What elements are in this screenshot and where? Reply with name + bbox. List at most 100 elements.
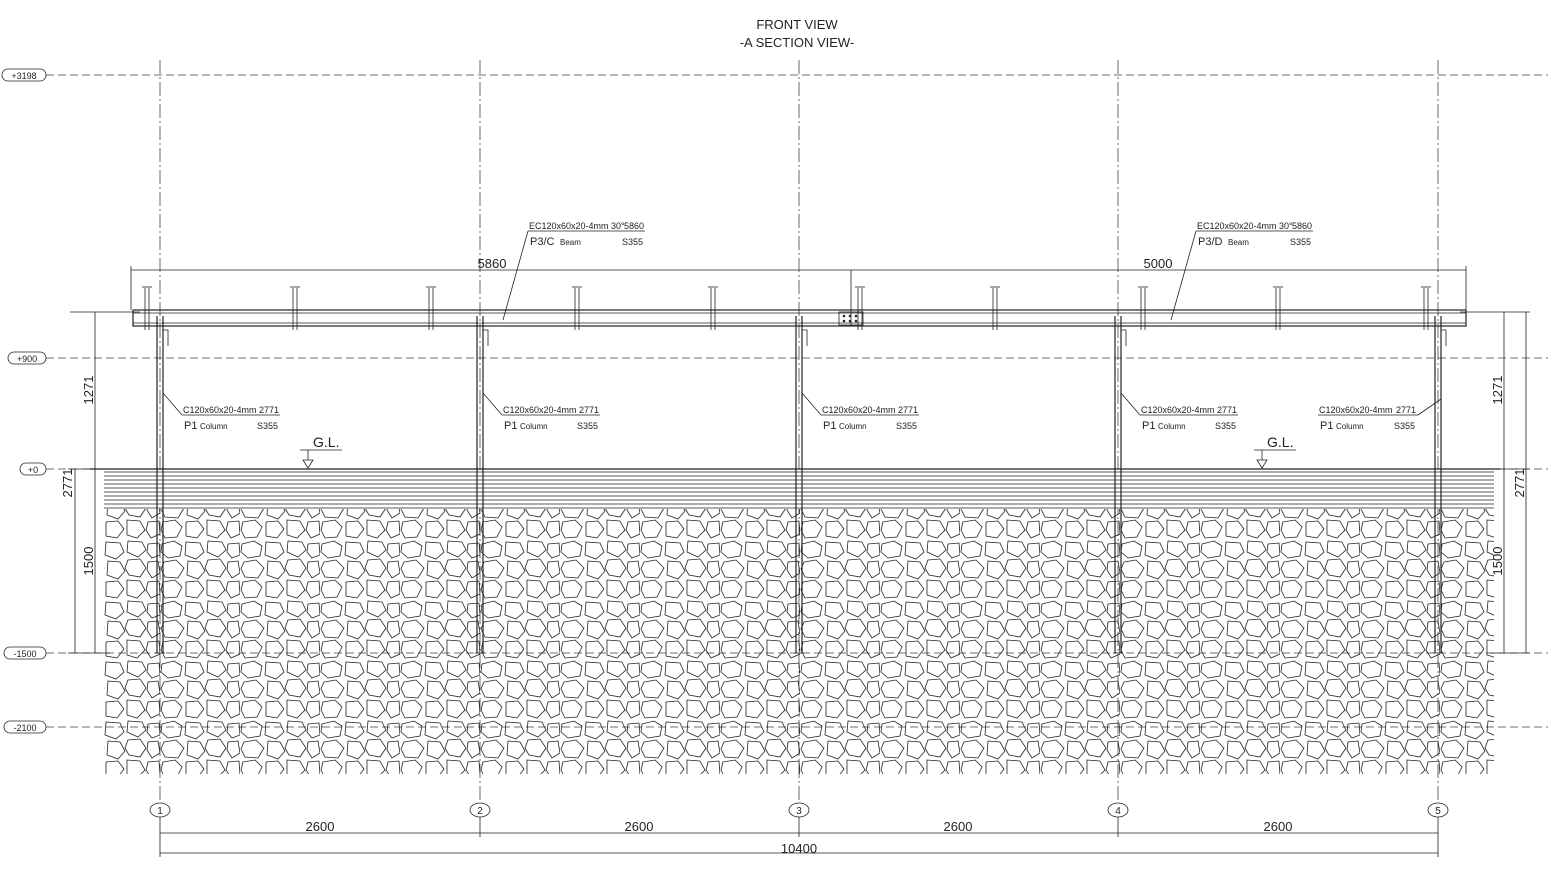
column-label-3: C120x60x20-4mm 2771 P1 Column S355	[801, 392, 919, 432]
bay-dim-1: 2600	[306, 819, 335, 834]
column-length: 2771	[898, 405, 918, 415]
column-type: Column	[1158, 422, 1186, 431]
bottom-dimensions	[159, 817, 1439, 857]
grid-bubble-3: 3	[796, 806, 802, 817]
bay-dim-4: 2600	[1264, 819, 1293, 834]
beam-type: Beam	[1228, 238, 1249, 247]
column-grade: S355	[896, 421, 917, 431]
column-4	[1113, 316, 1123, 654]
column-type: Column	[839, 422, 867, 431]
beam-mark: P3/C	[530, 236, 555, 248]
beam-type: Beam	[560, 238, 581, 247]
column-mark: P1	[823, 420, 836, 432]
column-mark: P1	[504, 420, 517, 432]
drawing-title: FRONT VIEW	[756, 17, 838, 32]
purlin-clip	[1138, 286, 1148, 330]
beam-mark: P3/D	[1198, 236, 1223, 248]
column-1	[155, 316, 165, 654]
grid-bubble-1: 1	[157, 806, 163, 817]
beam-span-dimensions	[130, 266, 1467, 310]
beam-span-2: 5000	[1144, 256, 1173, 271]
ground-level-marker-1: G.L.	[300, 434, 342, 469]
column-type: Column	[200, 422, 228, 431]
grid-bubble-4: 4	[1115, 806, 1121, 817]
purlin-clip	[142, 286, 152, 330]
purlin-clip	[1273, 286, 1283, 330]
columns	[155, 316, 1447, 654]
ground-level-marker-2: G.L.	[1254, 434, 1296, 469]
purlin-clip	[708, 286, 718, 330]
left-dim-lower: 1500	[81, 547, 96, 576]
column-length: 2771	[1217, 405, 1237, 415]
splice-bolts	[842, 314, 858, 323]
column-2	[475, 316, 485, 654]
column-grade: S355	[1394, 421, 1415, 431]
ground-section	[90, 468, 1500, 774]
total-dim: 10400	[781, 841, 817, 856]
column-spec: C120x60x20-4mm	[503, 405, 577, 415]
beam-body	[132, 309, 1467, 327]
column-5	[1433, 316, 1443, 654]
beam	[132, 270, 1467, 327]
beam-length: 5860	[624, 221, 644, 231]
purlin-clip	[990, 286, 1000, 330]
purlin-clip	[290, 286, 300, 330]
purlin-clip	[426, 286, 436, 330]
purlin-clip	[1421, 286, 1431, 330]
beam-label-1: EC120x60x20-4mm 30° 5860 P3/C Beam S355	[502, 221, 645, 321]
stone-fill	[104, 506, 1494, 774]
beam-length: 5860	[1292, 221, 1312, 231]
purlin-clips	[142, 286, 1431, 330]
column-label-2: C120x60x20-4mm 2771 P1 Column S355	[482, 392, 600, 432]
column-spec: C120x60x20-4mm	[1319, 405, 1393, 415]
grid-bubbles: 1 2 3 4 5	[149, 802, 1449, 818]
column-mark: P1	[184, 420, 197, 432]
level-tag-minus-2100: -2100	[13, 723, 36, 733]
column-spec: C120x60x20-4mm	[1141, 405, 1215, 415]
column-length: 2771	[259, 405, 279, 415]
ground-level-label: G.L.	[1267, 434, 1293, 450]
beam-grade: S355	[622, 237, 643, 247]
right-dimensions	[1460, 311, 1530, 654]
beam-grade: S355	[1290, 237, 1311, 247]
column-length: 2771	[1396, 405, 1416, 415]
column-type: Column	[520, 422, 548, 431]
column-label-4: C120x60x20-4mm 2771 P1 Column S355	[1120, 392, 1238, 432]
right-dim-total: 2771	[1512, 469, 1527, 498]
column-mark: P1	[1142, 420, 1155, 432]
column-3	[794, 316, 804, 654]
column-cleats	[163, 329, 1447, 346]
right-dim-lower: 1500	[1490, 547, 1505, 576]
column-spec: C120x60x20-4mm	[183, 405, 257, 415]
level-tag-900: +900	[17, 354, 37, 364]
beam-spec: EC120x60x20-4mm 30°	[1197, 221, 1293, 231]
level-tag-minus-1500: -1500	[13, 649, 36, 659]
gravel-band-bg	[104, 469, 1494, 509]
beam-spec: EC120x60x20-4mm 30°	[529, 221, 625, 231]
beam-span-1: 5860	[478, 256, 507, 271]
column-grade: S355	[577, 421, 598, 431]
column-label-5: C120x60x20-4mm 2771 P1 Column S355	[1318, 398, 1442, 432]
left-dimensions	[68, 311, 140, 654]
level-tags: +3198 +900 +0 -1500 -2100	[1, 68, 47, 734]
column-mark: P1	[1320, 420, 1333, 432]
beam-label-2: EC120x60x20-4mm 30° 5860 P3/D Beam S355	[1170, 221, 1313, 321]
purlin-clip	[855, 286, 865, 330]
column-spec: C120x60x20-4mm	[822, 405, 896, 415]
column-type: Column	[1336, 422, 1364, 431]
column-grade: S355	[1215, 421, 1236, 431]
ground-level-label: G.L.	[313, 434, 339, 450]
drawing-subtitle: -A SECTION VIEW-	[740, 35, 855, 50]
level-tag-3198: +3198	[11, 71, 36, 81]
column-grade: S355	[257, 421, 278, 431]
right-dim-upper: 1271	[1490, 376, 1505, 405]
column-length: 2771	[579, 405, 599, 415]
level-tag-0: +0	[28, 465, 38, 475]
bay-dim-2: 2600	[625, 819, 654, 834]
left-dim-total: 2771	[60, 469, 75, 498]
bay-dim-3: 2600	[944, 819, 973, 834]
grid-bubble-5: 5	[1435, 806, 1441, 817]
gravel-band	[104, 471, 1494, 509]
left-dim-upper: 1271	[81, 376, 96, 405]
